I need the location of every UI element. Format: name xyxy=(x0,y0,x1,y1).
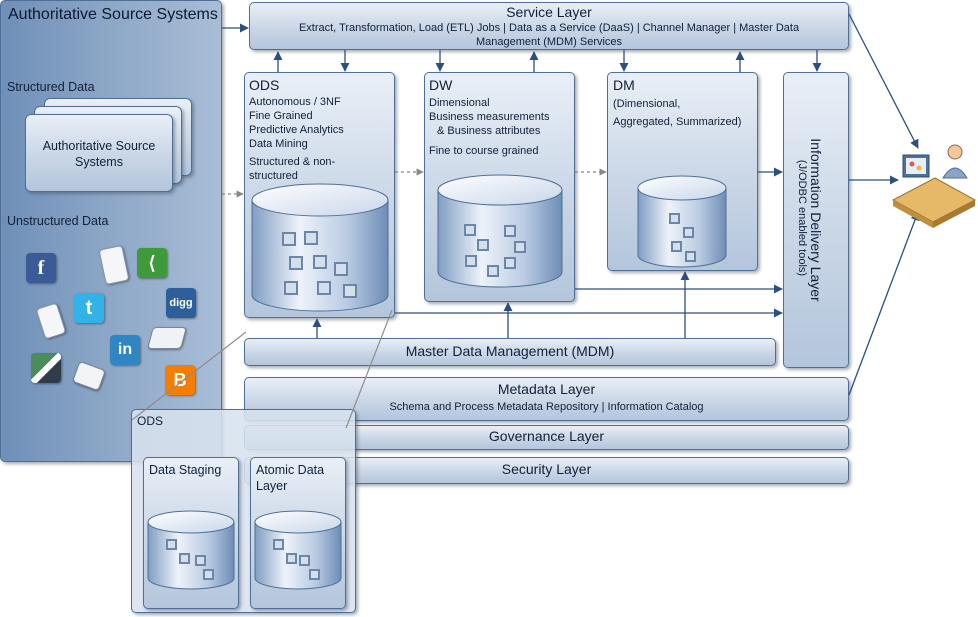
service-layer-title: Service Layer xyxy=(506,4,592,20)
unstructured-data-label: Unstructured Data xyxy=(7,214,109,228)
digg-icon: digg xyxy=(166,288,196,318)
dm-line-1: (Dimensional, xyxy=(613,98,681,110)
dw-line-4: Fine to course grained xyxy=(429,145,539,157)
dw-line-1: Dimensional xyxy=(429,97,490,109)
ods-line-4: Data Mining xyxy=(249,138,308,150)
source-stack-label-1: Authoritative Source xyxy=(42,139,156,153)
ods-line-2: Fine Grained xyxy=(249,110,313,122)
arrow-metadata-to-user xyxy=(848,211,920,396)
dw-title: DW xyxy=(429,77,453,93)
facebook-icon: f xyxy=(26,253,56,283)
service-layer-panel xyxy=(249,2,849,50)
ods-line-1: Autonomous / 3NF xyxy=(249,96,341,108)
metadata-layer-subtitle: Schema and Process Metadata Repository |… xyxy=(389,401,704,413)
information-delivery-panel xyxy=(783,72,849,368)
picture-icon xyxy=(31,353,61,383)
service-layer-line1: Extract, Transformation, Load (ETL) Jobs… xyxy=(298,22,800,34)
ods-detail-title: ODS xyxy=(137,414,164,428)
source-stack-label-2: Systems xyxy=(75,155,123,169)
security-layer-label: Security Layer xyxy=(501,461,592,477)
structured-data-label: Structured Data xyxy=(7,80,95,94)
callout-line-left xyxy=(131,331,247,421)
staging-database-cylinder xyxy=(147,510,235,590)
data-staging-label: Data Staging xyxy=(149,463,222,477)
callout-line-right xyxy=(345,309,393,429)
share-icon: ⟨ xyxy=(137,248,167,278)
ods-line-5: Structured & non- xyxy=(249,156,336,168)
atomic-database-cylinder xyxy=(254,510,342,590)
source-systems-title: Authoritative Source Systems xyxy=(8,6,218,23)
governance-layer-label: Governance Layer xyxy=(488,428,605,444)
twitter-icon: t xyxy=(74,293,104,323)
user-at-desk-icon xyxy=(891,144,977,228)
mdm-panel xyxy=(244,338,776,366)
metadata-layer-panel xyxy=(244,377,849,421)
service-layer-line2: Management (MDM) Services xyxy=(475,36,623,48)
source-stack-front xyxy=(25,114,173,192)
blogger-icon: B xyxy=(165,365,195,395)
dw-line-3: & Business attributes xyxy=(437,125,541,137)
ods-database-cylinder xyxy=(251,183,389,312)
dm-title: DM xyxy=(613,77,635,93)
ods-line-3: Predictive Analytics xyxy=(249,124,344,136)
ods-line-6: structured xyxy=(249,170,298,182)
arrow-service-to-user xyxy=(848,13,919,149)
linkedin-icon: in xyxy=(110,335,140,365)
dw-line-2: Business measurements xyxy=(429,111,550,123)
atomic-data-label-1: Atomic Data xyxy=(256,463,325,477)
dm-line-2: Aggregated, Summarized) xyxy=(613,116,742,128)
ods-title: ODS xyxy=(249,77,280,93)
mdm-label: Master Data Management (MDM) xyxy=(405,343,615,359)
atomic-data-label-2: Layer xyxy=(256,479,288,493)
dm-panel xyxy=(607,72,758,271)
metadata-layer-title: Metadata Layer xyxy=(497,381,596,397)
dm-database-cylinder xyxy=(637,175,727,268)
dw-database-cylinder xyxy=(437,174,563,288)
